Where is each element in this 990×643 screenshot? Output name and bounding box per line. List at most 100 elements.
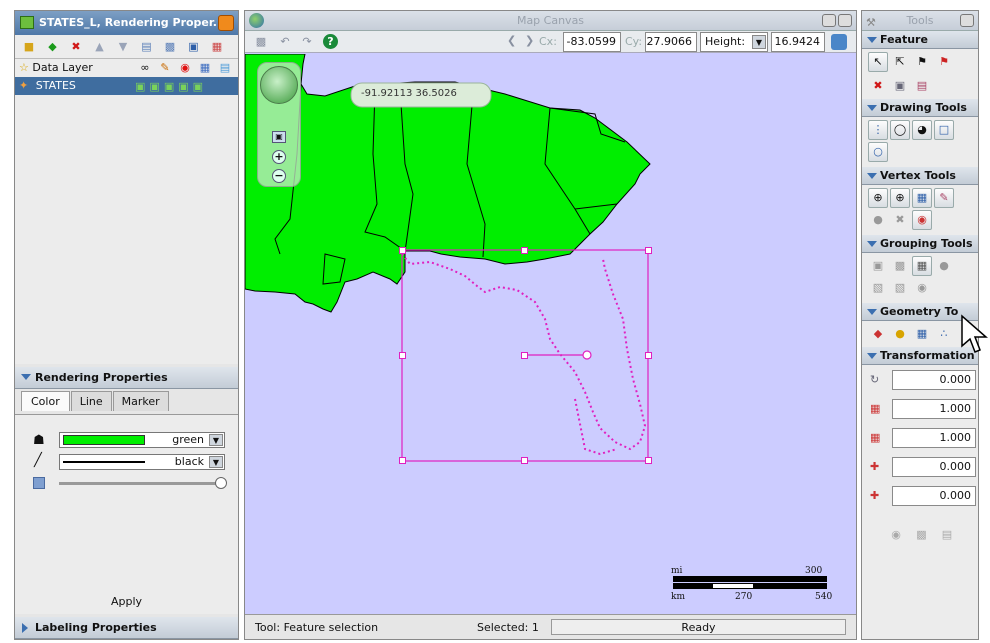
translate-y-input[interactable]: 0.000: [892, 486, 976, 506]
section-grouping-tools[interactable]: Grouping Tools: [862, 235, 978, 253]
convex-hull-icon[interactable]: ∴: [940, 327, 948, 340]
visibility-icon[interactable]: ▣: [135, 80, 150, 93]
zoom-in-icon[interactable]: +: [272, 150, 286, 164]
difference-icon[interactable]: ▧: [872, 281, 884, 294]
cy-input[interactable]: 27.9066: [645, 32, 697, 52]
move-down-icon[interactable]: ▼: [118, 40, 128, 53]
fill-color-select[interactable]: green ▼: [59, 432, 225, 448]
selection-handle[interactable]: [521, 352, 528, 359]
move-vertex-icon[interactable]: ⊕: [890, 188, 910, 208]
tree-item-states[interactable]: ✦ STATES ▣▣▣▣▣: [15, 77, 238, 95]
line-color-select[interactable]: black ▼: [59, 454, 225, 470]
tree-item-data-layer[interactable]: ☆ Data Layer ∞✎◉▦▤: [15, 59, 238, 77]
tab-color[interactable]: Color: [21, 391, 70, 411]
draw-rectangle-icon[interactable]: □: [934, 120, 954, 140]
group-icon[interactable]: ▣: [872, 259, 884, 272]
pan-control-icon[interactable]: [260, 66, 298, 104]
section-transformation[interactable]: Transformation: [862, 347, 978, 365]
chevron-down-icon[interactable]: ▼: [209, 434, 223, 446]
section-vertex-tools[interactable]: Vertex Tools: [862, 167, 978, 185]
map-view[interactable]: -91.92113 36.5026 ▣ + − mi 300 km 270 54…: [245, 54, 856, 613]
print-icon[interactable]: ▩: [255, 35, 267, 48]
visibility-icon[interactable]: ▣: [192, 80, 208, 93]
target-icon[interactable]: ◉: [180, 61, 190, 74]
rotate-input[interactable]: 0.000: [892, 370, 976, 390]
vertex-settings-icon[interactable]: ◉: [912, 210, 932, 230]
merge-vertex-icon[interactable]: ●: [873, 213, 883, 226]
ungroup-icon[interactable]: ▩: [894, 259, 906, 272]
apply-button[interactable]: Apply: [111, 595, 143, 608]
table-icon[interactable]: ▤: [219, 61, 231, 74]
union-icon[interactable]: ▦: [912, 256, 932, 276]
zoom-out-icon[interactable]: −: [272, 169, 286, 183]
trash-icon[interactable]: ▤: [941, 528, 953, 541]
paste-feature-icon[interactable]: ▤: [916, 79, 928, 92]
database-icon[interactable]: ▤: [141, 40, 152, 53]
add-layer-icon[interactable]: ◆: [48, 40, 57, 53]
help-icon[interactable]: ?: [323, 34, 338, 49]
buffer-icon[interactable]: ◆: [873, 327, 883, 340]
open-folder-icon[interactable]: ■: [23, 40, 35, 53]
deselect-flag-icon[interactable]: ⚑: [939, 55, 949, 68]
draw-polyline-icon[interactable]: ◯: [890, 120, 910, 140]
scale-x-input[interactable]: 1.000: [892, 399, 976, 419]
edit-vertex-icon[interactable]: ▦: [912, 188, 932, 208]
opacity-slider-thumb[interactable]: [215, 477, 227, 489]
section-feature[interactable]: Feature: [862, 31, 978, 49]
copy-feature-icon[interactable]: ▣: [894, 79, 906, 92]
zoom-extent-icon[interactable]: ▣: [272, 131, 286, 143]
copy-transform-icon[interactable]: ▩: [916, 528, 927, 541]
visibility-icon[interactable]: ▣: [178, 80, 193, 93]
visibility-icon[interactable]: ▣: [163, 80, 179, 93]
delete-layer-icon[interactable]: ✖: [71, 40, 81, 53]
chevron-down-icon[interactable]: ▼: [209, 456, 223, 468]
section-drawing-tools[interactable]: Drawing Tools: [862, 99, 978, 117]
selection-handle[interactable]: [645, 457, 652, 464]
select-flag-icon[interactable]: ⚑: [917, 55, 927, 68]
move-up-icon[interactable]: ▲: [95, 40, 104, 53]
delete-feature-icon[interactable]: ✖: [873, 79, 883, 92]
height-input[interactable]: 16.9424: [771, 32, 825, 52]
tab-marker[interactable]: Marker: [112, 391, 169, 411]
split-icon[interactable]: ▧: [894, 281, 906, 294]
visibility-icon[interactable]: ▣: [149, 80, 164, 93]
save-icon[interactable]: ▣: [188, 40, 199, 53]
select-arrow-icon[interactable]: ↖: [868, 52, 888, 72]
cx-input[interactable]: -83.0599: [563, 32, 621, 52]
draw-circle-icon[interactable]: ○: [868, 142, 888, 162]
selection-handle[interactable]: [645, 352, 652, 359]
labeling-properties-header[interactable]: Labeling Properties: [15, 617, 238, 639]
grid-icon[interactable]: ▦: [199, 61, 211, 74]
undo-icon[interactable]: ↶: [280, 35, 290, 48]
translate-x-input[interactable]: 0.000: [892, 457, 976, 477]
draw-polygon-icon[interactable]: ◕: [912, 120, 932, 140]
xor-icon[interactable]: ◉: [917, 281, 927, 294]
selection-handle[interactable]: [399, 352, 406, 359]
window-minimize-button[interactable]: [822, 14, 836, 27]
draw-points-icon[interactable]: ⋮: [868, 120, 888, 140]
import-icon[interactable]: ▩: [164, 40, 176, 53]
forward-arrow-icon[interactable]: ❯: [525, 34, 535, 47]
selection-handle[interactable]: [521, 247, 528, 254]
centroid-icon[interactable]: ●: [895, 327, 905, 340]
rendering-properties-header[interactable]: Rendering Properties: [15, 367, 238, 389]
intersect-icon[interactable]: ●: [939, 259, 949, 272]
minimize-button[interactable]: [218, 15, 234, 31]
apply-transform-icon[interactable]: ◉: [891, 528, 901, 541]
selection-handle[interactable]: [399, 457, 406, 464]
tools-minimize-button[interactable]: [960, 14, 974, 27]
opacity-slider[interactable]: [59, 482, 219, 485]
redo-icon[interactable]: ↷: [302, 35, 312, 48]
selection-handle[interactable]: [399, 247, 406, 254]
envelope-icon[interactable]: ▦: [916, 327, 928, 340]
scale-y-input[interactable]: 1.000: [892, 428, 976, 448]
height-select[interactable]: Height: ▼: [700, 32, 768, 52]
tab-line[interactable]: Line: [70, 391, 112, 411]
vertex-pen-icon[interactable]: ✎: [934, 188, 954, 208]
link-icon[interactable]: ∞: [140, 61, 150, 74]
refresh-map-icon[interactable]: [831, 34, 847, 50]
add-vertex-icon[interactable]: ⊕: [868, 188, 888, 208]
section-geometry-tools[interactable]: Geometry To: [862, 303, 978, 321]
selection-handle[interactable]: [521, 457, 528, 464]
selection-handle[interactable]: [645, 247, 652, 254]
